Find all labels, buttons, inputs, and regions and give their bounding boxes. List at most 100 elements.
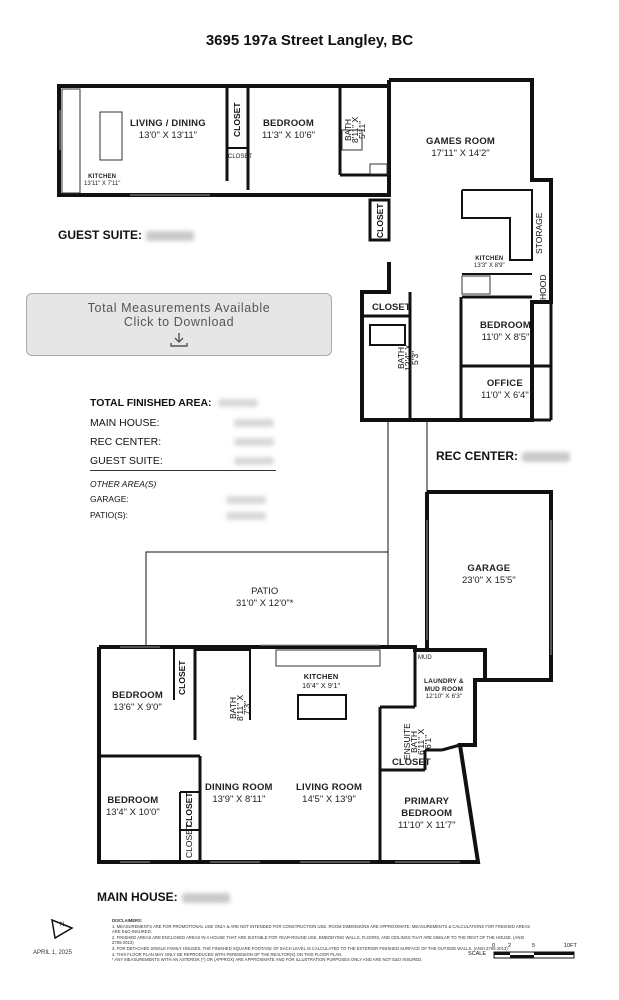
disclaimer-heading: DISCLAIMERS: bbox=[112, 918, 143, 923]
redacted-blur bbox=[218, 399, 258, 408]
room-guest-bedroom: BEDROOM 11'3" X 10'6" bbox=[262, 118, 315, 142]
disclaimer-item: 4. THIS FLOOR PLAN MAY ONLY BE REPRODUCE… bbox=[112, 951, 343, 957]
download-line-2: Click to Download bbox=[123, 315, 235, 329]
closet-label: CLOSET bbox=[375, 203, 385, 238]
room-name: LAUNDRY & bbox=[424, 678, 464, 685]
rec-center-label: REC CENTER: bbox=[436, 449, 571, 463]
guest-suite-label: GUEST SUITE: bbox=[58, 228, 195, 242]
redacted-blur bbox=[234, 419, 274, 428]
closet-label: CLOSET bbox=[177, 660, 187, 696]
closet-label: CLOSET bbox=[392, 757, 431, 768]
scale-tick: 10FT bbox=[564, 943, 577, 949]
closet-label: CLOSET bbox=[232, 102, 242, 138]
download-icon bbox=[170, 333, 188, 347]
rec-center-outline bbox=[360, 78, 553, 422]
rec-center-area-row: REC CENTER: bbox=[90, 436, 274, 448]
room-dims: 14'5" X 13'9" bbox=[302, 794, 356, 805]
download-line-1: Total Measurements Available bbox=[87, 301, 271, 315]
download-measurements-button[interactable]: Total Measurements Available Click to Do… bbox=[26, 293, 332, 356]
rec-center-label-text: REC CENTER: bbox=[436, 449, 519, 463]
room-dining: DINING ROOM 13'9" X 8'11" bbox=[205, 782, 273, 806]
guest-suite-area-row: GUEST SUITE: bbox=[90, 455, 274, 467]
room-name: OFFICE bbox=[486, 378, 523, 389]
redacted-blur bbox=[234, 438, 274, 447]
room-name: BEDROOM bbox=[107, 795, 159, 806]
room-bedroom-2: BEDROOM 13'4" X 10'0" bbox=[106, 795, 160, 819]
total-area-row: TOTAL FINISHED AREA: bbox=[90, 397, 258, 409]
guest-suite-area-label: GUEST SUITE: bbox=[90, 455, 163, 467]
scale-tick: 2 bbox=[508, 943, 512, 949]
room-ensuite: ENSUITE BATH 6'11" X 6'1" bbox=[402, 722, 433, 762]
room-dims: 13'11" X 7'11" bbox=[84, 181, 121, 187]
scale-tick: 5 bbox=[532, 943, 536, 949]
room-dims: 8'11" X 5'11" bbox=[350, 116, 367, 144]
room-guest-kitchen: KITCHEN 13'11" X 7'11" bbox=[84, 174, 120, 188]
room-dims: 23'0" X 15'5" bbox=[462, 575, 516, 586]
room-dims: 16'4" X 9'1" bbox=[302, 681, 341, 690]
patio-area-row: PATIO(S): bbox=[90, 510, 266, 520]
redacted-value bbox=[234, 417, 274, 429]
redacted-value bbox=[218, 397, 258, 409]
room-name: BEDROOM bbox=[262, 118, 314, 129]
disclaimer-item: 3. FOR DETACHED SINGLE FAMILY HOUSES, TH… bbox=[112, 945, 508, 951]
scale-label: SCALE bbox=[468, 951, 487, 957]
disclaimer-item: 1. MEASUREMENTS ARE FOR PROMOTIONAL USE … bbox=[112, 923, 531, 935]
room-name-2: BEDROOM bbox=[401, 808, 453, 819]
closet-label-small: CLOSET bbox=[228, 154, 253, 160]
main-house-area-row: MAIN HOUSE: bbox=[90, 417, 274, 429]
room-name: LIVING ROOM bbox=[296, 782, 363, 793]
room-name: BEDROOM bbox=[112, 690, 164, 701]
redacted-blur bbox=[226, 511, 266, 520]
room-garage: GARAGE 23'0" X 15'5" bbox=[462, 563, 516, 587]
disclaimer-item: 2. FINISHED AREAS ARE ENCLOSED AREAS IN … bbox=[112, 934, 525, 946]
disclaimers: DISCLAIMERS: 1. MEASUREMENTS ARE FOR PRO… bbox=[112, 918, 532, 963]
other-areas-heading: OTHER AREA(S) bbox=[90, 479, 157, 489]
total-area-label: TOTAL FINISHED AREA: bbox=[90, 397, 212, 409]
room-name: DINING ROOM bbox=[205, 782, 273, 793]
redacted-value bbox=[522, 451, 571, 462]
room-dims: 12'4" X 5'3" bbox=[403, 344, 420, 372]
room-bedroom-1: BEDROOM 13'6" X 9'0" bbox=[112, 690, 163, 714]
room-rec-bath: BATH 12'4" X 5'3" bbox=[396, 340, 420, 376]
room-dims: 31'0" X 12'0"* bbox=[236, 598, 294, 609]
disclaimer-item: * ANY MEASUREMENTS WITH AN ASTERISK (*) … bbox=[112, 957, 423, 963]
main-house-label-text: MAIN HOUSE: bbox=[97, 890, 178, 904]
closet-label: CLOSET bbox=[372, 302, 411, 313]
closet-label: CLOSET bbox=[184, 792, 194, 827]
redacted-value bbox=[181, 892, 230, 903]
redacted-value bbox=[234, 436, 274, 448]
room-dims: 13'0" X 13'11" bbox=[138, 130, 198, 141]
room-dims: 11'10" X 11'7" bbox=[398, 820, 456, 831]
scale-bar bbox=[493, 951, 575, 959]
room-living: LIVING ROOM 14'5" X 13'9" bbox=[296, 782, 362, 806]
north-label: N bbox=[60, 922, 65, 928]
room-rec-kitchen: KITCHEN 13'3" X 8'9" bbox=[474, 256, 505, 270]
redacted-blur bbox=[226, 495, 266, 504]
room-name: PATIO bbox=[251, 586, 279, 597]
room-living-dining: LIVING / DINING 13'0" X 13'11" bbox=[130, 118, 206, 142]
room-guest-bath: BATH 8'11" X 5'11" bbox=[343, 112, 367, 148]
room-dims: 11'3" X 10'6" bbox=[262, 130, 315, 141]
room-rec-bedroom: BEDROOM 11'0" X 8'5" bbox=[480, 320, 531, 344]
room-name: PRIMARY bbox=[404, 796, 450, 807]
garage-area-row: GARAGE: bbox=[90, 494, 266, 504]
hood-label: HOOD bbox=[538, 274, 548, 301]
room-patio: PATIO 31'0" X 12'0"* bbox=[236, 586, 293, 610]
room-name: LIVING / DINING bbox=[130, 118, 206, 129]
main-house-area-label: MAIN HOUSE: bbox=[90, 417, 160, 429]
divider bbox=[90, 470, 276, 471]
room-dims: 12'10" X 6'3" bbox=[425, 693, 463, 700]
room-kitchen: KITCHEN 16'4" X 9'1" bbox=[302, 672, 340, 690]
room-laundry: LAUNDRY & MUD ROOM 12'10" X 6'3" bbox=[424, 678, 464, 701]
main-house-label: MAIN HOUSE: bbox=[97, 890, 230, 904]
room-dims: 13'6" X 9'0" bbox=[113, 702, 162, 713]
scale-tick: 0 bbox=[492, 943, 496, 949]
garage-area-label: GARAGE: bbox=[90, 494, 129, 504]
room-dims: 8'11" X 7'3" bbox=[235, 694, 252, 722]
redacted-value bbox=[146, 230, 195, 241]
mud-label: MUD bbox=[418, 655, 432, 661]
room-name: GARAGE bbox=[467, 563, 511, 574]
page-title: 3695 197a Street Langley, BC bbox=[205, 32, 414, 49]
redacted-blur bbox=[234, 457, 274, 466]
room-name: KITCHEN bbox=[303, 672, 339, 681]
